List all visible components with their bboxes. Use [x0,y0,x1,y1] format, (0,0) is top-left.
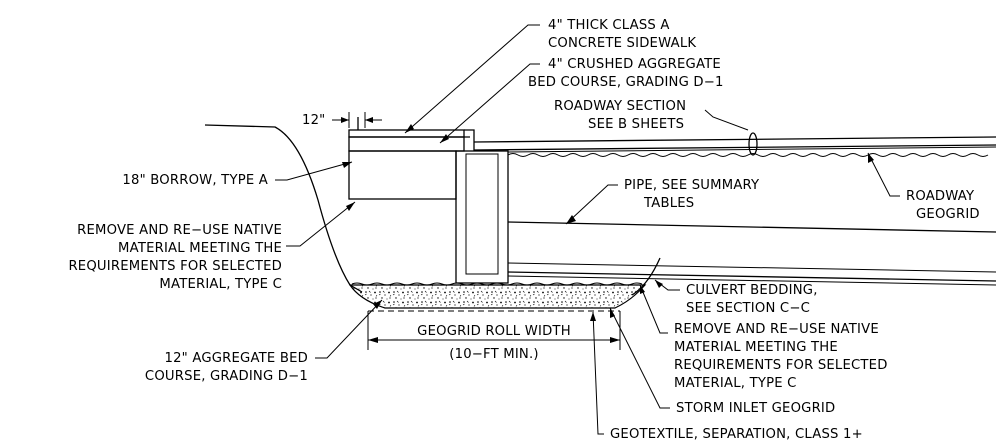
label-native-left-line2: MATERIAL MEETING THE [118,241,282,256]
dim12-arrow-left [341,117,349,123]
inlet-grate [464,129,475,151]
inlet-outer-wall [455,150,509,284]
label-native-right-line3: REQUIREMENTS FOR SELECTED [674,358,888,373]
culvert-bedding-line [507,275,996,286]
leader-aggregate-bed [315,299,383,359]
label-roadway-section-line1: ROADWAY SECTION [554,99,686,114]
label-native-right-line2: MATERIAL MEETING THE [674,340,838,355]
label-aggregate-bed-line2: COURSE, GRADING D−1 [145,369,308,384]
leader-sidewalk-arrow [405,124,414,133]
labels: 4" THICK CLASS A CONCRETE SIDEWALK 4" CR… [68,18,979,442]
label-roadway-geogrid-line2: GEOGRID [916,207,980,222]
leader-roadway-geogrid-arrow [868,153,874,163]
label-native-right-line1: REMOVE AND RE−USE NATIVE [674,322,879,337]
label-geotextile: GEOTEXTILE, SEPARATION, CLASS 1+ [610,427,863,442]
leader-native-left [286,201,356,247]
dim12-arrow-right [365,117,373,123]
dim-arrow-right [610,337,620,343]
aggregate-bed-gravel [348,284,647,309]
leader-native-right-arrow [640,285,645,294]
label-native-left-line3: REQUIREMENTS FOR SELECTED [68,259,282,274]
leader-bed-course-arrow [440,134,449,143]
label-geogrid-roll-line1: GEOGRID ROLL WIDTH [417,324,571,339]
pipe-bottom [507,271,996,282]
leader-aggregate-bed-arrow [373,300,382,309]
label-culvert-bedding-line2: SEE SECTION C−C [686,301,810,316]
geogrid-wave [351,282,643,286]
label-bed-course-line2: BED COURSE, GRADING D−1 [528,75,724,90]
leader-geotextile-arrow [590,312,596,321]
label-native-right-line4: MATERIAL, TYPE C [674,376,797,391]
leaders [275,24,900,435]
label-bed-course-line1: 4" CRUSHED AGGREGATE [548,57,721,72]
leader-bed-course [439,63,540,144]
label-dim-12: 12" [302,113,325,128]
dim-arrow-left [368,337,378,343]
pipe-inner [507,262,996,273]
borrow-block [348,150,457,200]
leader-pipe [565,184,618,225]
label-roadway-geogrid-line1: ROADWAY [906,189,975,204]
label-borrow: 18" BORROW, TYPE A [122,173,268,188]
linework [204,112,996,350]
leader-roadway-section [704,109,749,131]
leader-storm-inlet-arrow [610,308,615,318]
label-pipe-line1: PIPE, SEE SUMMARY [624,178,760,193]
leader-borrow [275,161,353,181]
leader-borrow-arrow [342,162,352,168]
leader-geotextile [592,311,604,435]
roadway-base [473,144,996,151]
leader-sidewalk [404,24,540,134]
pipe-top [507,221,996,233]
label-pipe-line2: TABLES [643,196,694,211]
leader-roadway-geogrid [867,152,900,197]
leader-pipe-arrow [566,215,576,224]
label-roadway-section-line2: SEE B SHEETS [588,117,684,132]
ground-line [204,124,363,293]
leader-native-right [639,284,668,334]
roadway-geogrid-line [507,153,989,157]
label-geogrid-roll-line2: (10−FT MIN.) [449,347,538,362]
label-native-left-line4: MATERIAL, TYPE C [159,277,282,292]
leader-native-left-arrow [346,202,355,211]
roadway-section-marker [748,132,758,156]
label-aggregate-bed-line1: 12" AGGREGATE BED [165,351,309,366]
leader-culvert-bedding-arrow [655,280,663,288]
leader-storm-inlet [609,307,670,409]
label-storm-inlet: STORM INLET GEOGRID [676,401,835,416]
roadway-surface [473,136,996,143]
label-sidewalk-line2: CONCRETE SIDEWALK [548,36,696,51]
label-sidewalk-line1: 4" THICK CLASS A [548,18,670,33]
roadway-subbase [507,146,996,153]
inlet-inner-wall [465,153,499,275]
label-culvert-bedding-line1: CULVERT BEDDING, [686,283,818,298]
label-native-left-line1: REMOVE AND RE−USE NATIVE [77,223,282,238]
